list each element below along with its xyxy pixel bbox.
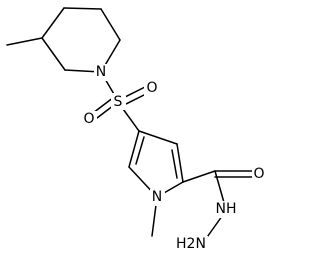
bond-c5-c4-b <box>135 136 145 165</box>
svg-text:NH: NH <box>216 201 237 217</box>
svg-text:N: N <box>96 64 106 80</box>
bond-c5-c4-a <box>128 130 140 168</box>
bond-s-o-right-b <box>121 92 149 107</box>
bond-c4-c3 <box>138 130 178 145</box>
atom-sulfonyl-oxygen-right: O <box>144 80 160 97</box>
svg-text:S: S <box>114 94 123 110</box>
svg-text:O: O <box>253 166 264 182</box>
atom-pyrrole-nitrogen: N <box>150 189 165 206</box>
bond-c2-carbonyl-c <box>182 170 216 183</box>
bond-c5-c6 <box>100 8 121 41</box>
bond-carbonyl-c-nh <box>214 170 226 207</box>
svg-text:N: N <box>152 189 162 205</box>
atom-labels: N S O O N O NH H2N <box>81 64 267 253</box>
atom-carbonyl-oxygen: O <box>252 165 267 182</box>
bond-c2-c3 <box>41 37 66 71</box>
bond-c3-c2-a <box>176 143 184 183</box>
svg-text:H2N: H2N <box>176 236 206 252</box>
bond-methyl-c3 <box>6 37 43 46</box>
atom-sulfur: S <box>111 93 126 110</box>
svg-text:O: O <box>146 80 157 96</box>
bond-c3-c2-b <box>171 149 178 179</box>
bond-c3-c4 <box>41 7 65 39</box>
atom-hydrazide-nh: NH <box>213 201 240 218</box>
chemical-structure: N S O O N O NH H2N <box>6 7 267 253</box>
bond-c4-c5 <box>63 7 102 10</box>
atom-sulfonyl-oxygen-left: O <box>81 111 97 128</box>
bond-s-o-left-b <box>92 96 115 114</box>
atom-piperidine-nitrogen: N <box>94 64 109 81</box>
svg-text:O: O <box>83 111 94 127</box>
atom-hydrazide-nh2: H2N <box>174 236 208 253</box>
